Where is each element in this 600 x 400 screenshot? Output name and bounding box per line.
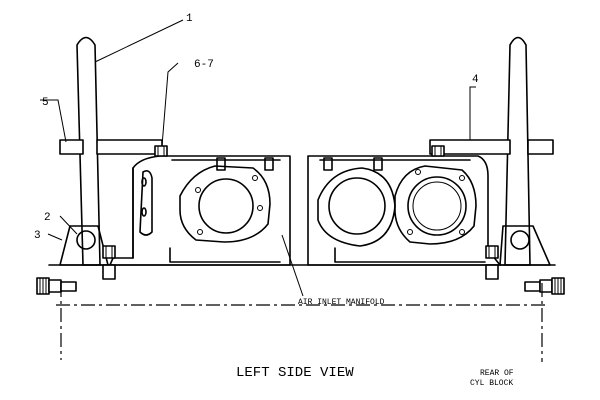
air-inlet-manifold-label: AIR INLET MANIFOLD: [298, 298, 385, 307]
callout-2: 2: [44, 212, 51, 224]
callout-4: 4: [472, 74, 479, 86]
view-title: LEFT SIDE VIEW: [236, 365, 354, 381]
callout-6-7: 6-7: [194, 59, 214, 71]
leader-lines: [40, 19, 476, 297]
callout-1: 1: [186, 13, 193, 25]
right-manifold: [307, 155, 501, 266]
cyl-block-label: CYL BLOCK: [470, 379, 513, 388]
callout-5: 5: [42, 97, 49, 109]
end-bolts: [36, 277, 565, 295]
left-manifold: [109, 155, 291, 266]
left-lift-bar: [59, 139, 163, 155]
callout-3: 3: [34, 230, 41, 242]
top-bolts: [154, 145, 445, 157]
cylinder-block-outline: [48, 264, 556, 362]
right-lift-bar: [429, 139, 554, 155]
rear-of-label: REAR OF: [480, 369, 514, 378]
